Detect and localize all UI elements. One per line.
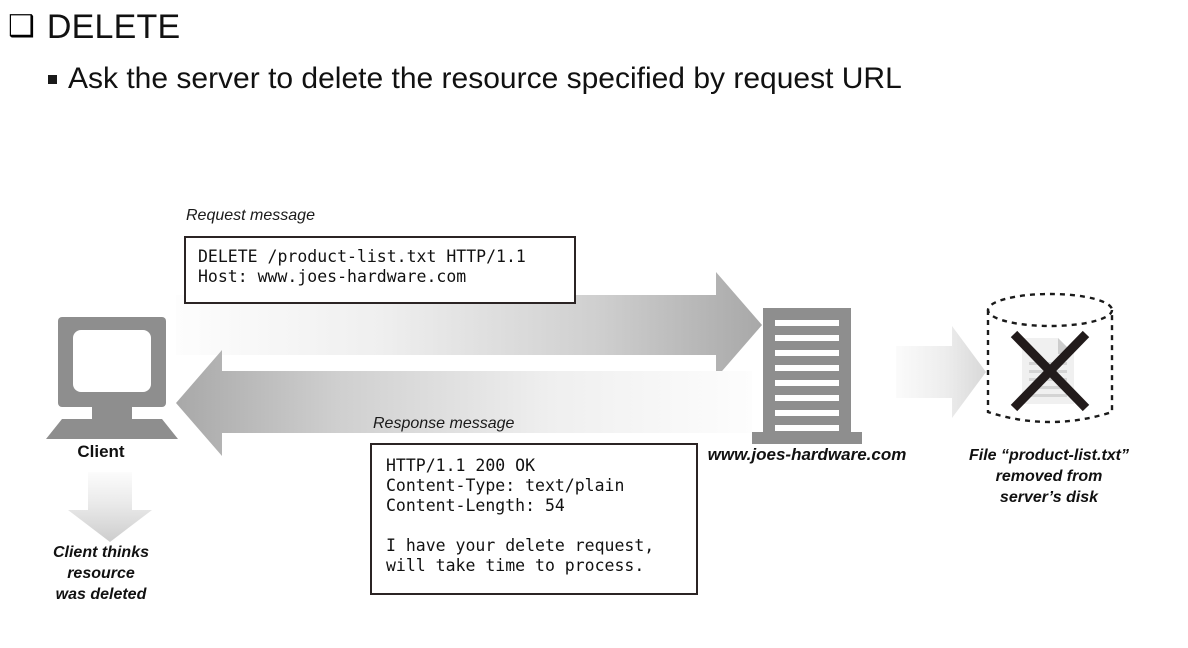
diagram-canvas — [46, 272, 1114, 542]
disk-cylinder-icon — [986, 292, 1114, 424]
response-arrow-icon — [176, 350, 752, 456]
response-message-body: HTTP/1.1 200 OK Content-Type: text/plain… — [386, 456, 655, 575]
response-message-caption: Response message — [373, 415, 515, 432]
x-cross-icon — [1010, 330, 1090, 412]
square-bullet-icon — [48, 75, 57, 84]
server-label: www.joes-hardware.com — [707, 445, 907, 464]
request-message-body: DELETE /product-list.txt HTTP/1.1 Host: … — [198, 247, 526, 286]
request-message-box: DELETE /product-list.txt HTTP/1.1 Host: … — [184, 236, 576, 304]
request-message-caption: Request message — [186, 207, 315, 224]
response-message-box: HTTP/1.1 200 OK Content-Type: text/plain… — [370, 443, 698, 595]
page-title-text: DELETE — [46, 8, 181, 46]
desktop-computer-icon — [46, 317, 178, 439]
square-outline-bullet-icon: ❑ — [8, 10, 35, 43]
server-tower-icon — [752, 308, 862, 444]
client-down-arrow-icon — [68, 472, 152, 542]
delete-arrow-icon — [896, 326, 986, 418]
page-title: ❑ DELETE — [8, 6, 180, 48]
bullet-list-item-label: Ask the server to delete the resource sp… — [68, 62, 902, 95]
bullet-list-item: Ask the server to delete the resource sp… — [48, 60, 902, 98]
http-delete-diagram: Request message DELETE /product-list.txt… — [0, 150, 1188, 648]
client-label: Client — [77, 442, 125, 461]
